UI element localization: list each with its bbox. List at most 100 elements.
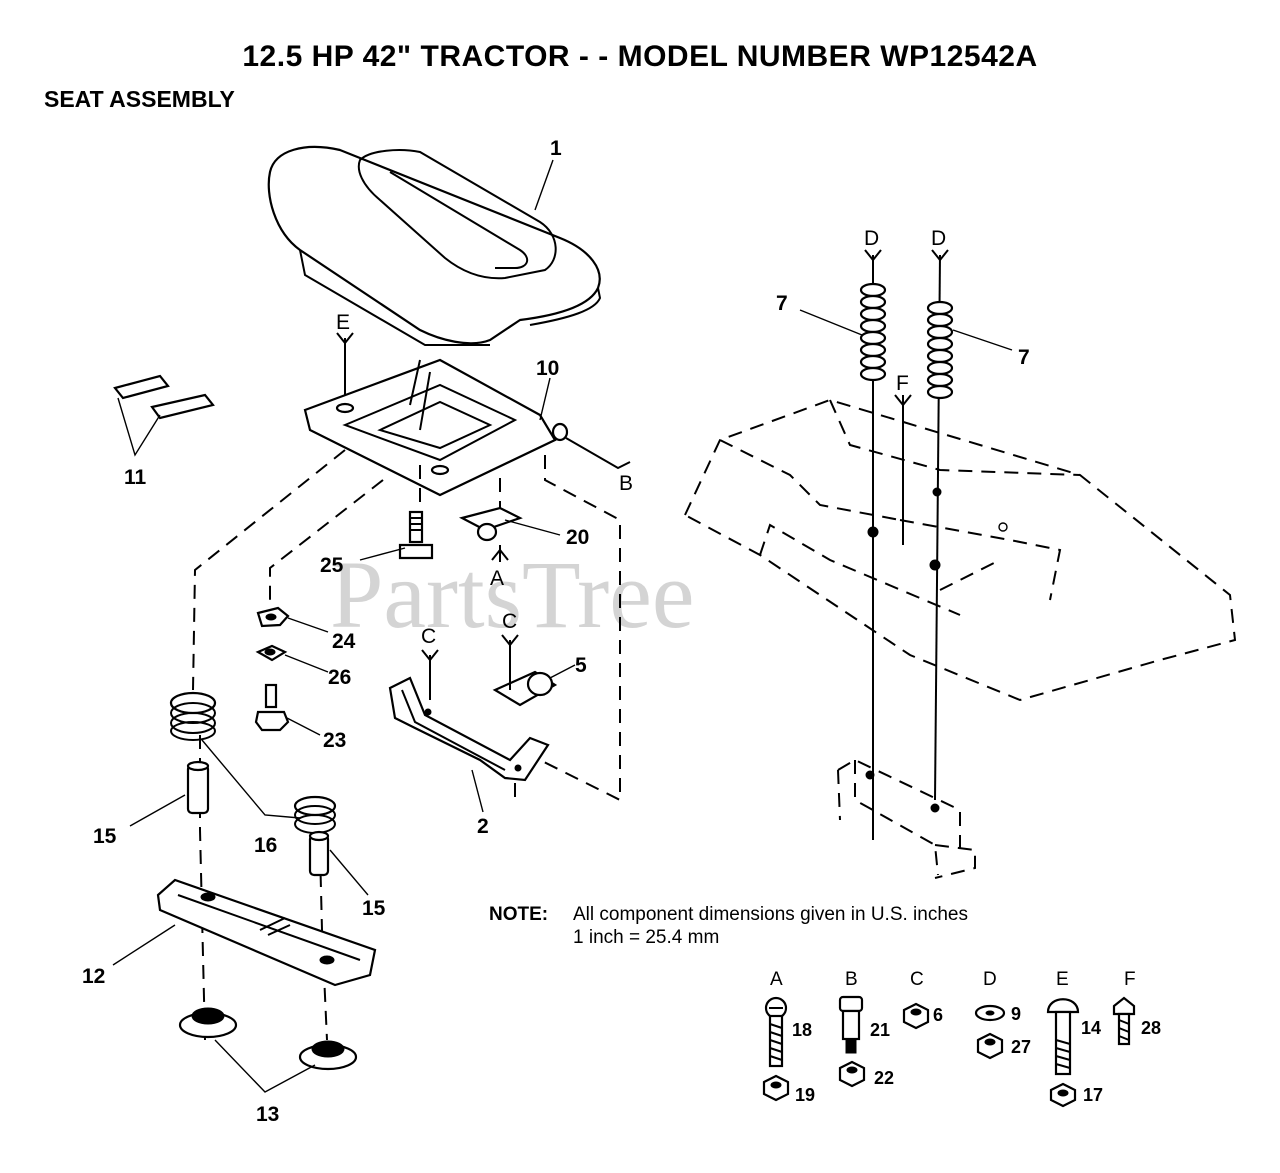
- bushing-15b: [308, 830, 330, 877]
- callout-10: 10: [536, 357, 559, 380]
- leader-7a: [799, 309, 863, 336]
- note-label: NOTE:: [489, 904, 549, 925]
- ref-d-arrow-2: [931, 249, 949, 262]
- ref-letter-b: B: [619, 472, 633, 495]
- frame-bracket: [837, 758, 976, 879]
- ref-c-arrow: [421, 649, 439, 662]
- hw-part-28: 28: [1141, 1018, 1161, 1038]
- nut-24: [256, 606, 290, 628]
- seat-cushion: [267, 145, 602, 346]
- rod-hole: [929, 559, 941, 571]
- leader-25: [359, 547, 406, 561]
- seat-bracket-2: [388, 676, 550, 782]
- rod-hole: [932, 487, 942, 497]
- leader-16: [201, 739, 301, 819]
- hw-part-18: 18: [792, 1020, 812, 1040]
- rod-hole: [867, 526, 879, 538]
- leader-15a: [129, 794, 186, 827]
- leader-2: [471, 769, 484, 813]
- dash-line: [539, 455, 621, 802]
- ref-letter-d1: D: [864, 227, 879, 250]
- leader-7b: [952, 329, 1013, 351]
- ref-e-arrow: [336, 332, 354, 345]
- callout-7a: 7: [776, 292, 788, 315]
- ref-b-line: [565, 437, 631, 470]
- callout-23: 23: [323, 729, 346, 752]
- callout-2: 2: [477, 815, 489, 838]
- hw-part-17: 17: [1083, 1085, 1103, 1105]
- grommet-13b: [298, 1040, 358, 1071]
- fender-dashed: [683, 398, 1237, 702]
- hardware-legend: [762, 995, 1136, 1108]
- hw-part-6: 6: [933, 1005, 943, 1025]
- hw-letter-f: F: [1124, 969, 1136, 990]
- clip-5: [492, 634, 558, 707]
- seat-pan: [303, 358, 569, 497]
- callout-16: 16: [254, 834, 277, 857]
- leader-24: [287, 617, 329, 633]
- ref-letter-d2: D: [931, 227, 946, 250]
- callout-26: 26: [328, 666, 351, 689]
- callout-7b: 7: [1018, 346, 1030, 369]
- ref-letter-f: F: [896, 372, 909, 395]
- dimension-note: NOTE: All component dimensions given in U…: [489, 903, 968, 949]
- leader-15b: [329, 849, 369, 896]
- callout-11: 11: [124, 466, 147, 489]
- hw-part-19: 19: [795, 1085, 815, 1105]
- watermark: PartsTree: [330, 541, 694, 648]
- hw-letter-d: D: [983, 969, 997, 990]
- section-title: SEAT ASSEMBLY: [44, 86, 235, 112]
- diagram-title: 12.5 HP 42" TRACTOR - - MODEL NUMBER WP1…: [242, 40, 1038, 73]
- dash-line: [319, 849, 328, 1041]
- leader-12: [112, 924, 176, 966]
- fender-hole: [998, 522, 1008, 532]
- callout-12: 12: [82, 965, 105, 988]
- washer-26: [255, 644, 288, 662]
- leader-20: [504, 519, 561, 536]
- ref-letter-e: E: [336, 311, 350, 334]
- spring-7a: [859, 282, 887, 382]
- ref-letter-a: A: [490, 567, 504, 590]
- leader-5: [549, 664, 576, 679]
- bolt-23: [254, 683, 290, 732]
- ref-f-arrow: [894, 394, 912, 407]
- callout-5: 5: [575, 654, 587, 677]
- ref-letter-c1: C: [421, 625, 436, 648]
- spring-16a: [169, 691, 217, 741]
- dash-line: [269, 479, 384, 600]
- callout-1: 1: [550, 137, 562, 160]
- note-line-1: All component dimensions given in U.S. i…: [573, 904, 968, 925]
- spring-7b: [926, 300, 954, 400]
- callout-25: 25: [320, 554, 344, 577]
- hw-part-14: 14: [1081, 1018, 1101, 1038]
- callout-20: 20: [566, 526, 589, 549]
- hw-part-22: 22: [874, 1068, 894, 1088]
- callout-13: 13: [256, 1103, 279, 1126]
- base-plate-12: [156, 878, 377, 987]
- leader-11: [117, 397, 161, 457]
- note-line-2: 1 inch = 25.4 mm: [573, 927, 720, 948]
- leader-23: [286, 717, 321, 736]
- hw-part-21: 21: [870, 1020, 890, 1040]
- clip-20: [458, 506, 523, 562]
- hw-letter-a: A: [770, 969, 783, 990]
- callout-24: 24: [332, 630, 356, 653]
- spring-16b: [293, 795, 337, 834]
- leader-26: [284, 654, 329, 673]
- hw-letter-c: C: [910, 969, 924, 990]
- ref-letter-c2: C: [502, 610, 517, 633]
- decals-11: [113, 374, 215, 420]
- callout-15a: 15: [93, 825, 117, 848]
- leader-13: [214, 1039, 316, 1093]
- grommet-13a: [178, 1007, 238, 1039]
- hw-letter-b: B: [845, 969, 858, 990]
- hw-letter-e: E: [1056, 969, 1069, 990]
- bushing-15a: [186, 760, 210, 815]
- leader-1: [534, 159, 554, 211]
- callout-15b: 15: [362, 897, 386, 920]
- dash-line: [192, 449, 346, 691]
- leader-10: [539, 377, 551, 421]
- hw-part-9: 9: [1011, 1004, 1021, 1024]
- shoulder-bolt-25: [398, 510, 434, 560]
- ref-d-arrow-1: [864, 249, 882, 262]
